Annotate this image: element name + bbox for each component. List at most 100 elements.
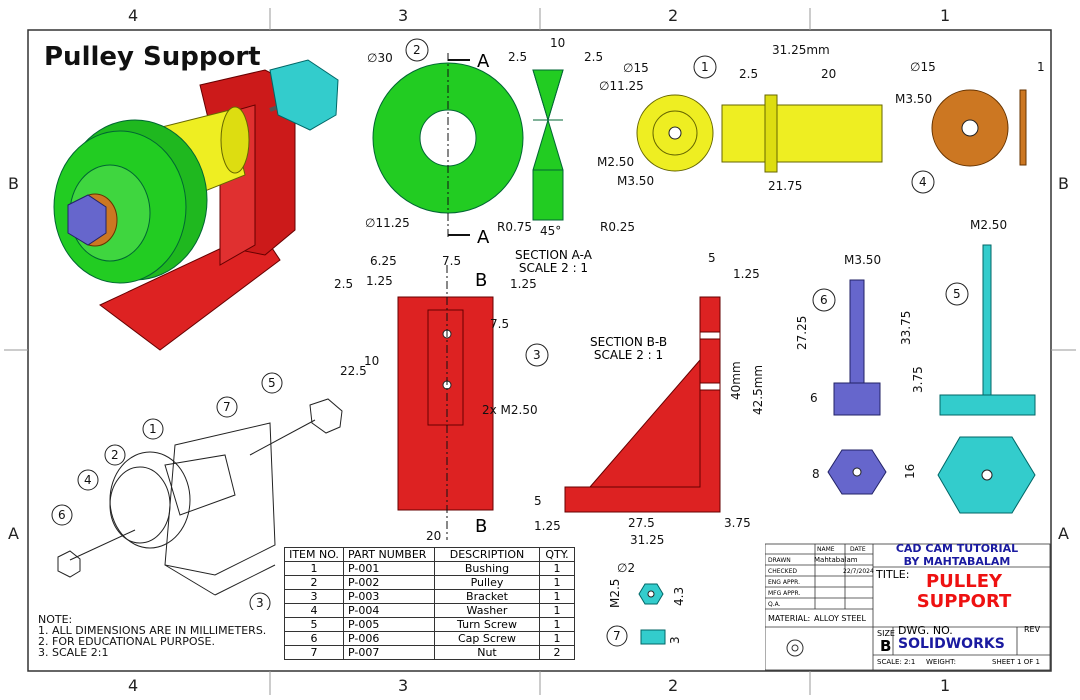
tb-material-label: MATERIAL: — [768, 614, 811, 623]
tb-title-line1: PULLEY — [925, 571, 1003, 592]
dim-bracket-10: 10 — [364, 354, 379, 368]
turn-screw-shank — [982, 244, 992, 396]
exploded-view: 7 1 2 4 6 5 3 — [51, 372, 343, 610]
bom-cell: P-004 — [343, 603, 435, 618]
dim-pulley-od: ∅30 — [367, 51, 393, 65]
bom-cell: Cap Screw — [434, 631, 540, 646]
tb-company: CAD CAM TUTORIAL BY MAHTABALAM — [882, 542, 1032, 568]
tb-rev-label: REV — [1024, 625, 1041, 634]
bracket-base — [99, 229, 281, 351]
exploded-bracket-base — [164, 564, 216, 596]
tb-dwg-no: SOLIDWORKS — [898, 636, 1005, 652]
bom-cell: P-003 — [343, 589, 435, 604]
zone-top-1: 1 — [940, 6, 951, 25]
isometric-assembly-view — [53, 59, 339, 351]
bom-cell: P-002 — [343, 575, 435, 590]
exploded-balloon-2: 2 — [111, 448, 119, 462]
exploded-balloon-6: 6 — [58, 508, 66, 522]
dim-section-5-top: 5 — [708, 251, 716, 265]
dim-turn-screw-thread: M2.50 — [970, 218, 1007, 232]
dim-section-375: 3.75 — [724, 516, 751, 530]
exploded-balloon-4: 4 — [84, 473, 92, 487]
dim-washer-thickness: 1 — [1037, 60, 1045, 74]
bushing-side — [721, 104, 883, 163]
dim-cap-screw-thread: M3.50 — [844, 253, 881, 267]
dim-washer-od: ∅15 — [910, 60, 936, 74]
tb-dwg-label: DWG. NO. — [898, 624, 953, 637]
section-marker-a-top: A — [477, 51, 490, 72]
dim-bracket-75: 7.5 — [442, 254, 461, 268]
exploded-bracket — [164, 422, 276, 576]
bom-cell: P-006 — [343, 631, 435, 646]
dim-bracket-25: 2.5 — [334, 277, 353, 291]
dim-bushing-collar-offset: 2.5 — [739, 67, 758, 81]
dim-cap-screw-head: 6 — [810, 391, 818, 405]
zone-left-b: B — [8, 174, 19, 193]
bom-cell: P-007 — [343, 645, 435, 660]
exploded-balloon-2-circle — [104, 444, 126, 466]
exploded-balloon-3-circle — [249, 592, 271, 610]
dim-cap-screw-length: 27.25 — [795, 316, 809, 350]
bom-cell: P-005 — [343, 617, 435, 632]
section-a-title: SECTION A-A — [515, 248, 592, 262]
exploded-bushing — [164, 454, 236, 516]
washer-bore — [961, 119, 979, 137]
dim-section-3125: 31.25 — [630, 533, 664, 547]
washer-views: 4 ∅15 M3.50 1 — [895, 60, 1045, 194]
tb-company-line2: BY MAHTABALAM — [903, 555, 1011, 568]
balloon-4-circle — [911, 170, 935, 194]
bushing-end — [220, 106, 250, 174]
bom-header-item: ITEM NO. — [284, 547, 344, 562]
nut-views: 7 ∅2 M2.5 4.3 3 — [606, 561, 686, 647]
dim-bushing-m250: M2.50 — [597, 155, 634, 169]
pulley-views: A A 2 ∅30 ∅11.25 10 2.5 2.5 R0.75 R0.25 … — [365, 36, 635, 248]
balloon-6-circle — [812, 288, 836, 312]
dim-section-5-left: 5 — [534, 494, 542, 508]
exploded-balloon-6-circle — [51, 504, 73, 526]
exploded-balloon-5: 5 — [268, 376, 276, 390]
dim-bracket-225: 22.5 — [340, 364, 367, 378]
dim-section-125-left: 1.25 — [534, 519, 561, 533]
dim-cap-screw-af: 8 — [812, 467, 820, 481]
cap-screw-head-side — [833, 382, 881, 416]
cap-screw-views: 6 M3.50 27.25 6 8 — [795, 253, 887, 495]
dim-section-125-top: 1.25 — [733, 267, 760, 281]
dim-bushing-shaft: 20 — [821, 67, 836, 81]
bom-cell: Bracket — [434, 589, 540, 604]
zone-bottom-2: 2 — [668, 676, 679, 695]
bom-cell: Bushing — [434, 561, 540, 576]
exploded-balloon-1-circle — [142, 418, 164, 440]
balloon-5-circle — [945, 282, 969, 306]
dim-nut-thread: M2.5 — [608, 579, 622, 608]
dim-bushing-overall: 21.75 — [768, 179, 802, 193]
balloon-2-circle — [405, 38, 429, 62]
turn-screw-views: 5 M2.50 33.75 3.75 16 — [900, 218, 1036, 514]
bom-cell: 1 — [539, 561, 575, 576]
zone-top-3: 3 — [398, 6, 409, 25]
tb-sheet: SHEET 1 OF 1 — [992, 658, 1040, 666]
tb-title-line2: SUPPORT — [916, 591, 1012, 612]
tb-eng-label: ENG APPR. — [768, 579, 801, 586]
dim-bracket-125-left: 1.25 — [366, 274, 393, 288]
zone-right-a: A — [1058, 524, 1069, 543]
zone-bottom-4: 4 — [128, 676, 139, 695]
dim-washer-bore: M3.50 — [895, 92, 932, 106]
notes-heading: NOTE: — [38, 613, 73, 626]
bom-header-part: PART NUMBER — [343, 547, 435, 562]
tb-checked-date: 22/7/2024 — [843, 568, 874, 575]
bushing-collar — [764, 94, 778, 173]
bom-cell: 5 — [284, 617, 344, 632]
dim-pulley-width: 10 — [550, 36, 565, 50]
bom-cell: 2 — [539, 645, 575, 660]
projection-symbol — [786, 639, 804, 657]
bom-cell: 1 — [539, 617, 575, 632]
bom-cell: 3 — [284, 589, 344, 604]
bom-cell: 1 — [539, 589, 575, 604]
